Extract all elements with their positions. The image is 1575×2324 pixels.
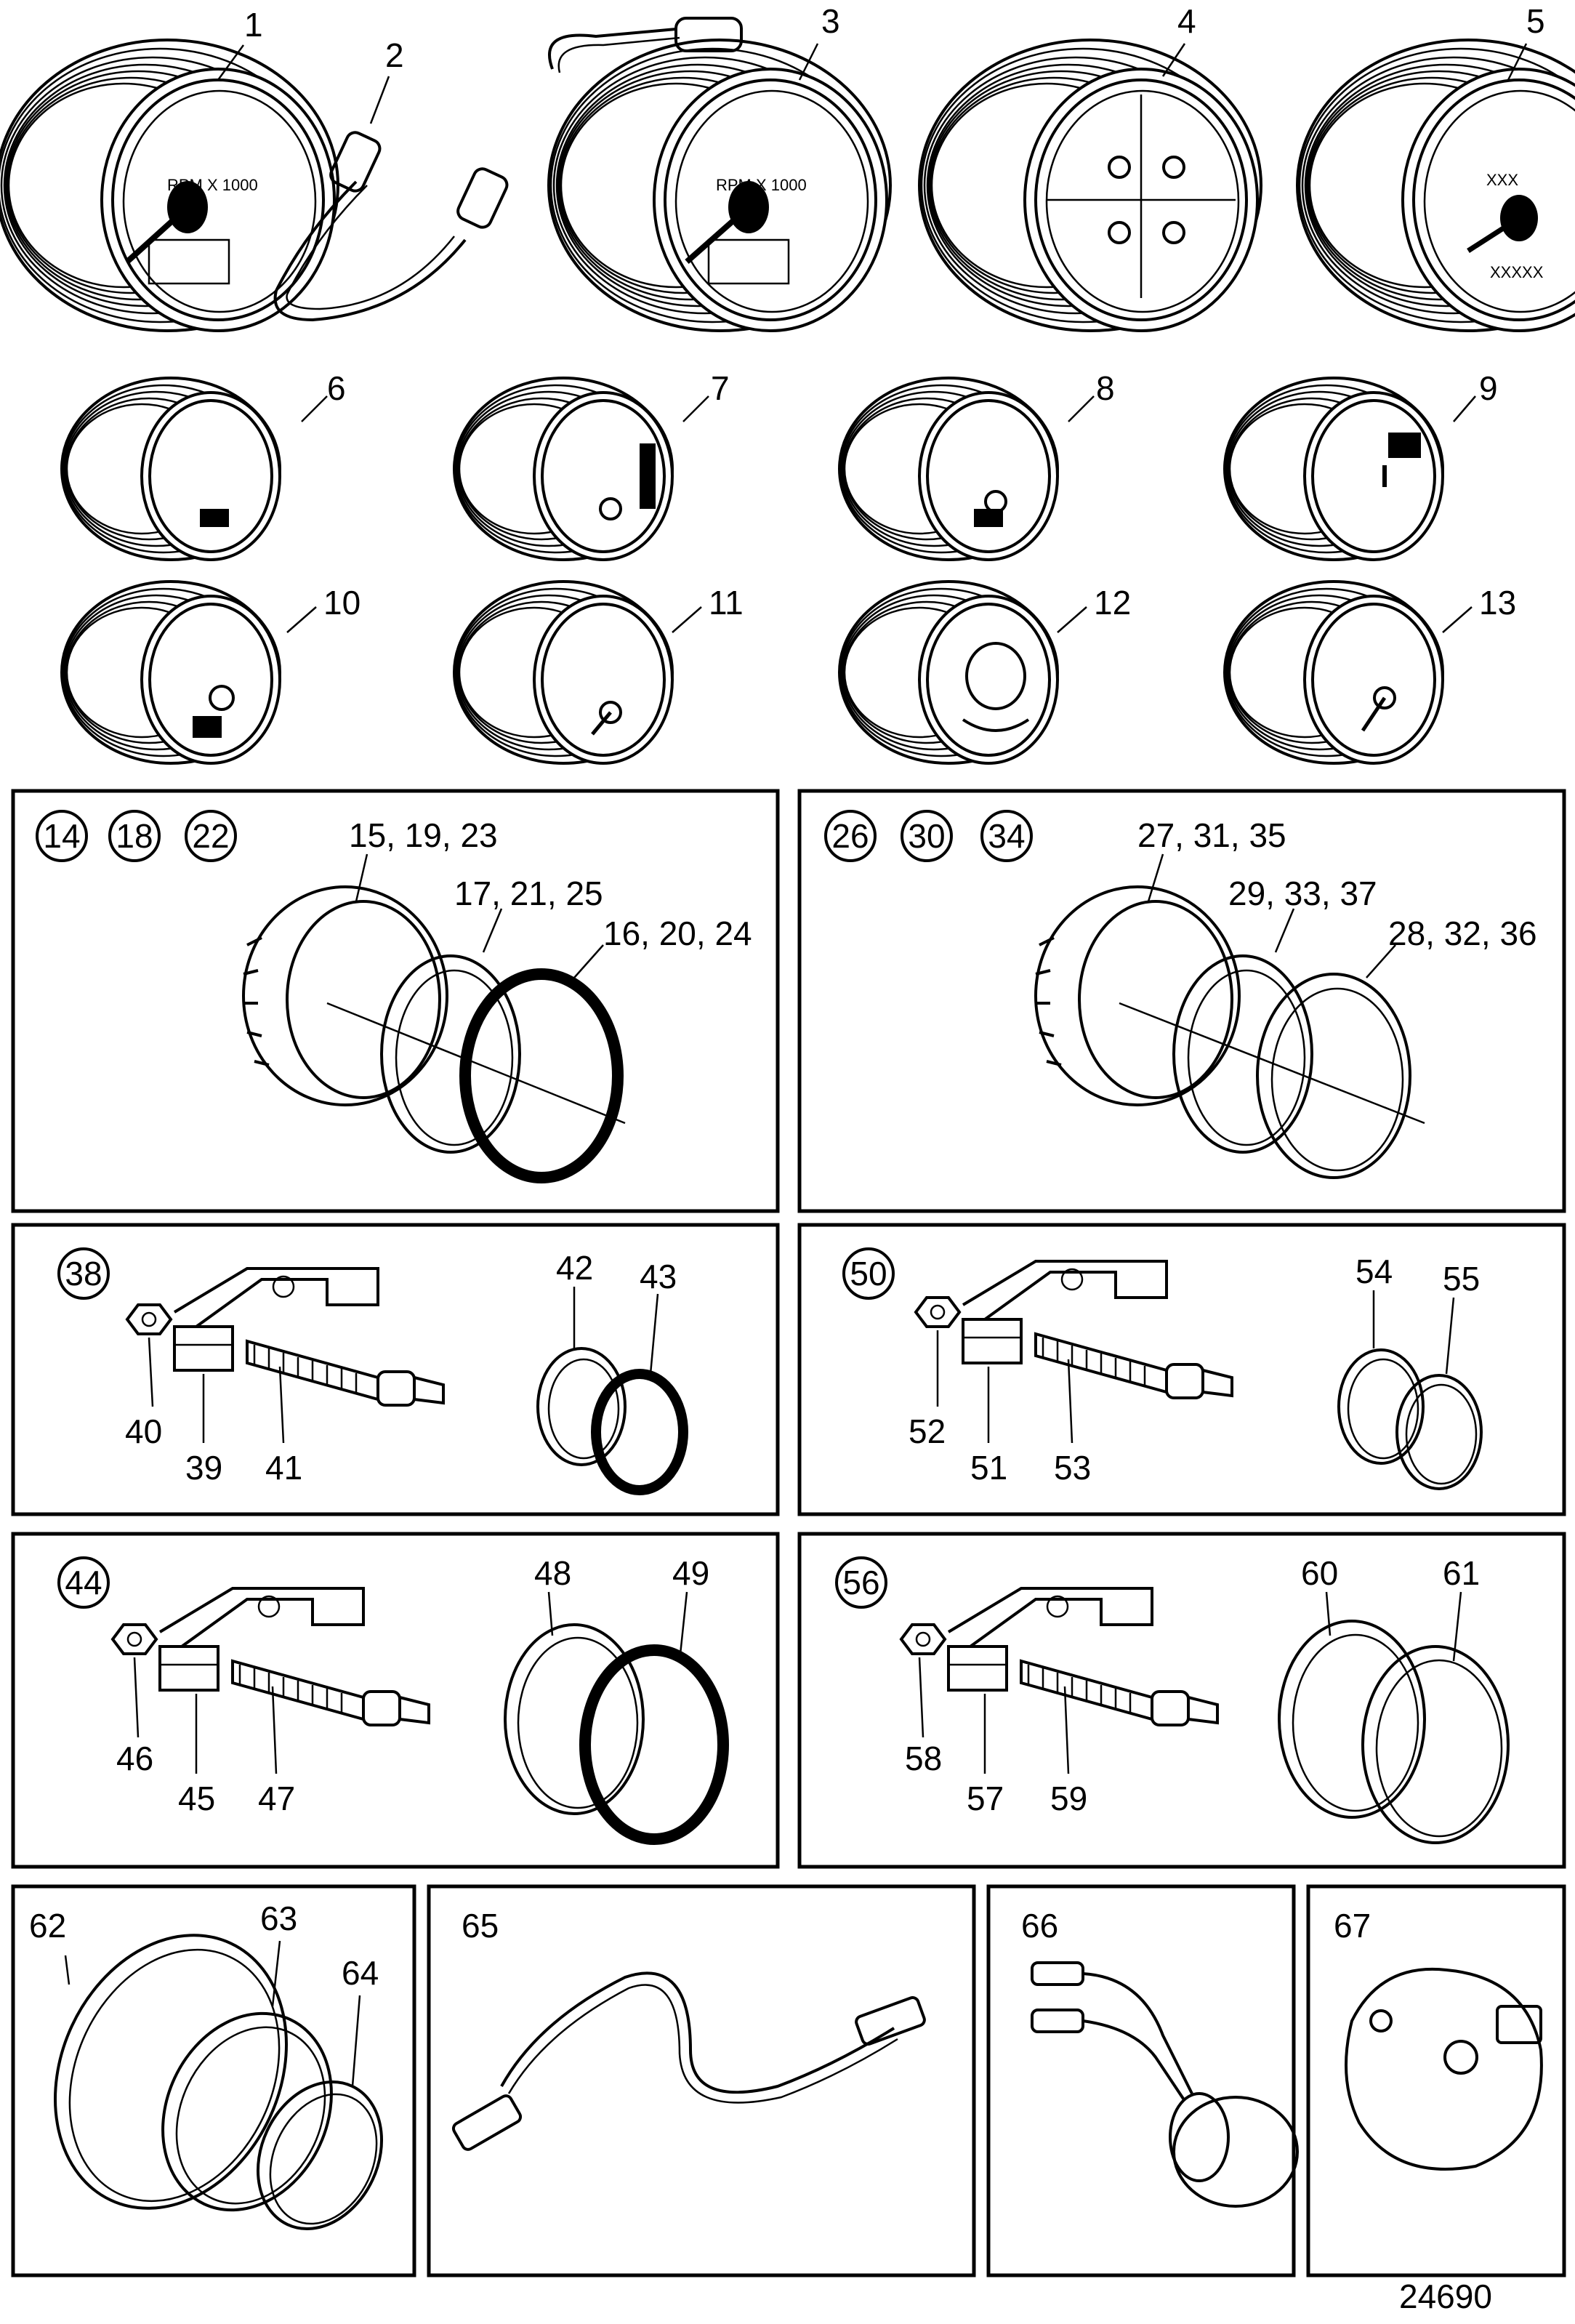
panel-bracket-50: 50 52 51 53 54 55 (797, 1223, 1566, 1516)
gauge-7 (453, 377, 674, 561)
callout-67: 67 (1334, 1907, 1371, 1945)
callout-27-31-35: 27, 31, 35 (1137, 816, 1286, 854)
gauge-callouts: 1 2 3 4 5 6 7 8 9 10 11 12 13 (217, 2, 1545, 633)
gauge-5-speedometer: XXX XXXXX (1296, 39, 1575, 332)
callout-11: 11 (709, 584, 744, 622)
callout-13: 13 (1479, 584, 1516, 622)
callout-60: 60 (1301, 1554, 1338, 1592)
callout-29-33-37: 29, 33, 37 (1228, 874, 1377, 912)
speed-inner-text: XXX (1486, 171, 1518, 189)
callout-12: 12 (1094, 584, 1131, 622)
callout-41: 41 (265, 1449, 302, 1487)
callout-52: 52 (909, 1412, 946, 1450)
callout-62: 62 (29, 1907, 66, 1945)
gauge-9 (1223, 377, 1444, 561)
gauge-8 (838, 377, 1059, 561)
circled-30: 30 (908, 817, 945, 855)
panel-bracket-56: 56 58 57 59 60 61 (797, 1532, 1566, 1869)
callout-9: 9 (1479, 369, 1498, 407)
gauge-10 (60, 580, 281, 765)
callout-2: 2 (385, 36, 404, 74)
circled-50: 50 (850, 1255, 887, 1292)
callout-40: 40 (125, 1412, 162, 1450)
gauge-4-quad (918, 39, 1262, 332)
callout-43: 43 (640, 1258, 677, 1295)
callout-28-32-36: 28, 32, 36 (1388, 914, 1537, 952)
callout-46: 46 (116, 1740, 153, 1777)
callout-17-21-25: 17, 21, 25 (454, 874, 603, 912)
callout-66: 66 (1021, 1907, 1058, 1945)
circled-14: 14 (43, 817, 80, 855)
callout-5: 5 (1526, 2, 1545, 40)
callout-54: 54 (1356, 1253, 1393, 1290)
callout-45: 45 (178, 1780, 215, 1817)
callout-53: 53 (1054, 1449, 1091, 1487)
callout-47: 47 (258, 1780, 295, 1817)
odometer-text: XXXXX (1490, 263, 1544, 281)
circled-56: 56 (842, 1564, 879, 1601)
panel-bracket-38: 38 40 39 41 42 43 (11, 1223, 780, 1516)
callout-59: 59 (1050, 1780, 1087, 1817)
gauge-3-tachometer: RPM X 1000 (547, 17, 892, 332)
circled-38: 38 (65, 1255, 102, 1292)
callout-49: 49 (672, 1554, 709, 1592)
callout-39: 39 (185, 1449, 222, 1487)
callout-57: 57 (967, 1780, 1004, 1817)
panel-bezel-a: 14 18 22 15, 19, 23 17, 21, 25 16, 20, 2… (11, 789, 780, 1213)
callout-65: 65 (462, 1907, 499, 1945)
callout-63: 63 (260, 1899, 297, 1937)
circled-22: 22 (192, 817, 229, 855)
panel-harness-66: 66 (986, 1884, 1299, 2277)
callout-55: 55 (1443, 1260, 1480, 1298)
gauge-13 (1223, 580, 1444, 765)
circled-44: 44 (65, 1564, 102, 1601)
callout-58: 58 (905, 1740, 942, 1777)
callout-7: 7 (711, 369, 730, 407)
circled-18: 18 (116, 817, 153, 855)
callout-3: 3 (821, 2, 840, 40)
gauge-12 (838, 580, 1059, 765)
circled-26: 26 (831, 817, 869, 855)
gauge-2-harness (273, 131, 509, 322)
callout-64: 64 (342, 1954, 379, 1992)
figure-number: 24690 (1399, 2277, 1492, 2315)
callout-48: 48 (534, 1554, 571, 1592)
panel-sender-67: 67 (1306, 1884, 1566, 2277)
panel-bracket-44: 44 46 45 47 48 49 (11, 1532, 780, 1869)
callout-61: 61 (1443, 1554, 1480, 1592)
panel-rings-62: 62 63 64 (11, 1884, 416, 2277)
callout-42: 42 (556, 1249, 593, 1287)
callout-15-19-23: 15, 19, 23 (349, 816, 498, 854)
callout-10: 10 (323, 584, 360, 622)
callout-51: 51 (970, 1449, 1007, 1487)
callout-4: 4 (1177, 2, 1196, 40)
gauge-6 (60, 377, 281, 561)
panel-cable-65: 65 (427, 1884, 976, 2277)
callout-6: 6 (327, 369, 346, 407)
callout-16-20-24: 16, 20, 24 (603, 914, 752, 952)
gauge-11 (453, 580, 674, 765)
gauge-1-tachometer: RPM X 1000 (0, 39, 339, 332)
circled-34: 34 (988, 817, 1025, 855)
callout-8: 8 (1096, 369, 1115, 407)
panel-bezel-b: 26 30 34 27, 31, 35 29, 33, 37 28, 32, 3… (797, 789, 1566, 1213)
callout-1: 1 (244, 6, 263, 44)
